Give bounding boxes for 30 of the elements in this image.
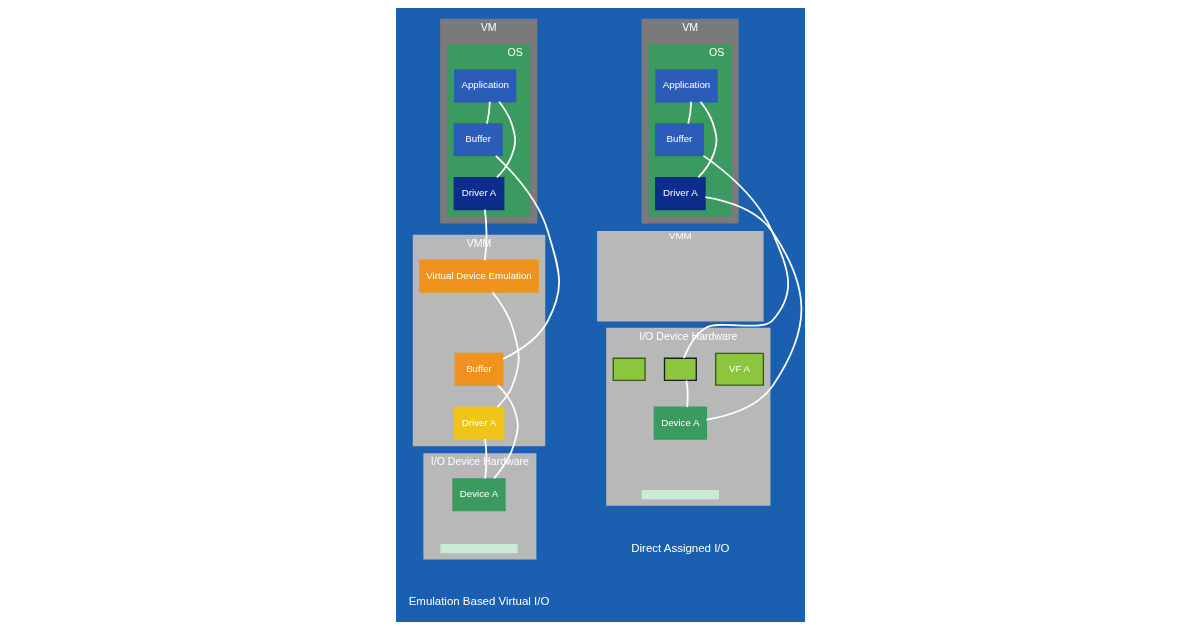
label: Direct Assigned I/O bbox=[630, 541, 729, 554]
node-box: VMM bbox=[596, 230, 764, 322]
connector bbox=[494, 154, 560, 360]
node-bar bbox=[641, 490, 719, 500]
connector bbox=[491, 291, 520, 409]
node-box: VF A bbox=[714, 352, 764, 386]
node-box bbox=[612, 357, 646, 381]
connector bbox=[696, 100, 717, 179]
connector bbox=[682, 154, 789, 360]
node-box: Virtual Device Emulation bbox=[418, 259, 539, 293]
node-box: Driver A bbox=[654, 177, 706, 211]
node-box: Device A bbox=[451, 478, 506, 512]
label: Emulation Based Virtual I/O bbox=[408, 595, 549, 608]
connector bbox=[686, 100, 692, 125]
node-box: Buffer bbox=[453, 123, 503, 157]
node-box: Driver A bbox=[453, 406, 504, 440]
connector bbox=[483, 438, 487, 480]
node-box: Application bbox=[453, 69, 516, 103]
node-box: Device A bbox=[653, 406, 707, 440]
connector bbox=[704, 196, 802, 421]
connector bbox=[485, 100, 491, 125]
node-box: Buffer bbox=[454, 352, 504, 386]
connector bbox=[684, 379, 689, 408]
node-box: Buffer bbox=[654, 123, 704, 157]
connector bbox=[495, 100, 516, 179]
node-box: Application bbox=[654, 69, 718, 103]
connector bbox=[483, 208, 487, 261]
node-box bbox=[663, 357, 697, 381]
node-bar bbox=[439, 543, 518, 554]
node-box: Driver A bbox=[453, 177, 504, 211]
